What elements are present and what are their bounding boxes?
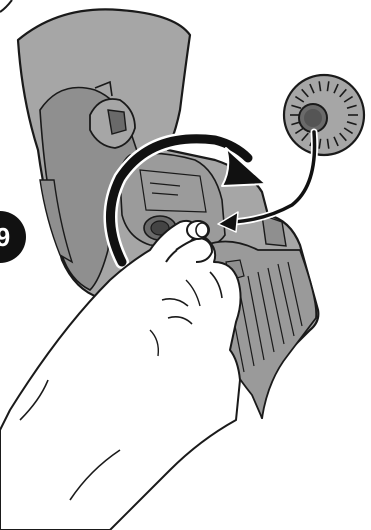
knob-knurl-tick — [294, 127, 305, 135]
step-badge: 9 — [0, 211, 26, 263]
step-number: 9 — [0, 222, 10, 252]
knob-knurl-tick — [333, 83, 339, 94]
knob-detail-icon — [282, 73, 366, 157]
knob-knurl-tick — [309, 83, 315, 94]
knob-knurl-tick — [301, 88, 309, 98]
clockwise-arrow-icon — [103, 131, 267, 269]
knob-knurl-tick — [294, 95, 305, 103]
knob-knurl-tick — [301, 132, 309, 142]
knob-knurl-tick — [291, 104, 302, 109]
knob-knurl-tick — [339, 132, 347, 142]
knob-knurl-tick — [326, 81, 330, 92]
knob-knurl-tick — [343, 95, 354, 103]
knob-knurl-tick — [346, 104, 357, 109]
knob-knurl-tick — [333, 136, 339, 147]
knob-knurl-tick — [318, 138, 322, 149]
knob-knurl-tick — [346, 121, 357, 126]
callout-pointer-arrow-icon — [217, 128, 318, 233]
hand-illustration — [0, 219, 242, 530]
knob-knurl-tick — [318, 81, 322, 92]
knob-knurl-tick — [326, 138, 330, 149]
knob-knurl-tick — [339, 88, 347, 98]
knob-knurl-tick — [343, 127, 354, 135]
frame-corner-line — [0, 0, 13, 13]
